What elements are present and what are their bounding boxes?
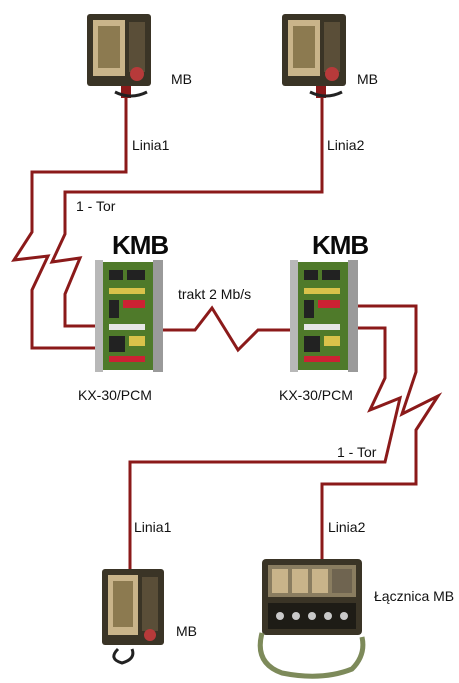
field-telephone-icon (102, 569, 164, 665)
wire-linia1-bottom (128, 326, 403, 572)
kmb-right-title: KMB (312, 230, 369, 260)
wire-linia2-top (49, 95, 324, 328)
phone-top-right-label: MB (357, 71, 378, 87)
trunk-label: trakt 2 Mb/s (178, 286, 252, 302)
wire-linia2-bottom (320, 304, 443, 560)
card-right-label: KX-30/PCM (279, 387, 353, 403)
linia2-top-label: Linia2 (327, 137, 365, 153)
card-left-label: KX-30/PCM (78, 387, 152, 403)
tor-top-label: 1 - Tor (76, 198, 116, 214)
switchboard-icon (257, 559, 366, 679)
tor-bottom-label: 1 - Tor (337, 444, 377, 460)
circuit-card-icon (95, 260, 163, 372)
linia2-bottom-label: Linia2 (328, 519, 366, 535)
switchboard-label: Łącznica MB (374, 588, 455, 604)
linia1-bottom-label: Linia1 (134, 519, 172, 535)
wire-trunk (160, 305, 296, 353)
phone-bottom-label: MB (176, 623, 197, 639)
field-telephone-icon (282, 14, 346, 98)
circuit-card-icon (290, 260, 358, 372)
wire-linia1-top (11, 95, 128, 350)
phone-top-left-label: MB (171, 71, 192, 87)
field-telephone-icon (87, 14, 151, 98)
linia1-top-label: Linia1 (132, 137, 170, 153)
kmb-left-title: KMB (112, 230, 169, 260)
